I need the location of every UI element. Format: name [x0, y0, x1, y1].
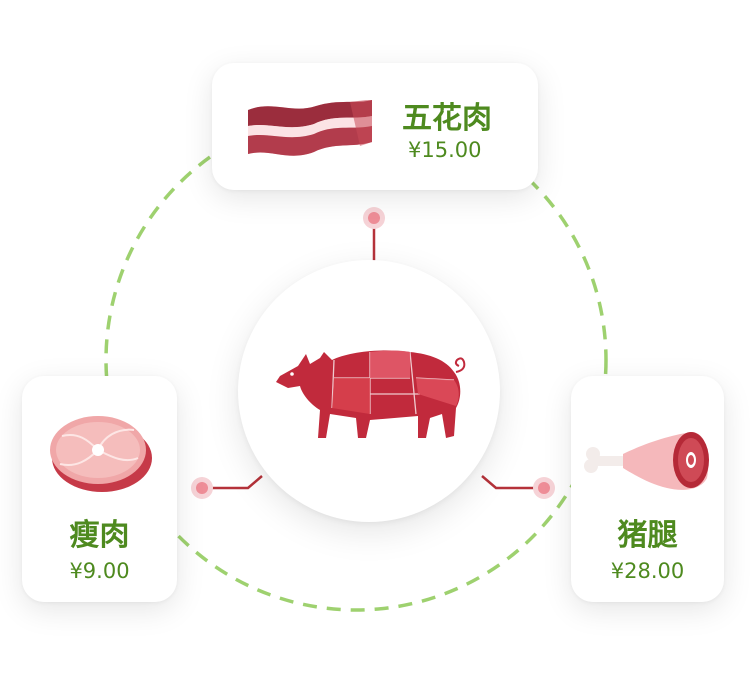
product-card-pork-belly[interactable]: 五花肉 ¥15.00: [212, 63, 538, 190]
pork-belly-icon: [248, 100, 372, 156]
center-circle: [238, 260, 500, 522]
item-price: ¥9.00: [69, 559, 130, 583]
product-card-lean-meat[interactable]: 瘦肉 ¥9.00: [22, 376, 177, 602]
item-name: 瘦肉: [69, 518, 130, 553]
dot-top: [368, 212, 380, 224]
pork-leg-icon: [584, 432, 709, 490]
pig-cuts-icon: [276, 350, 466, 438]
dot-right: [538, 482, 550, 494]
connector-right: [481, 475, 544, 490]
item-price: ¥15.00: [408, 138, 482, 162]
connector-left: [202, 475, 263, 490]
product-card-pork-leg[interactable]: 猪腿 ¥28.00: [571, 376, 724, 602]
item-name: 猪腿: [617, 518, 678, 553]
item-price: ¥28.00: [610, 559, 685, 583]
item-name: 五花肉: [402, 101, 492, 136]
lean-meat-icon: [50, 416, 152, 492]
dot-left: [196, 482, 208, 494]
